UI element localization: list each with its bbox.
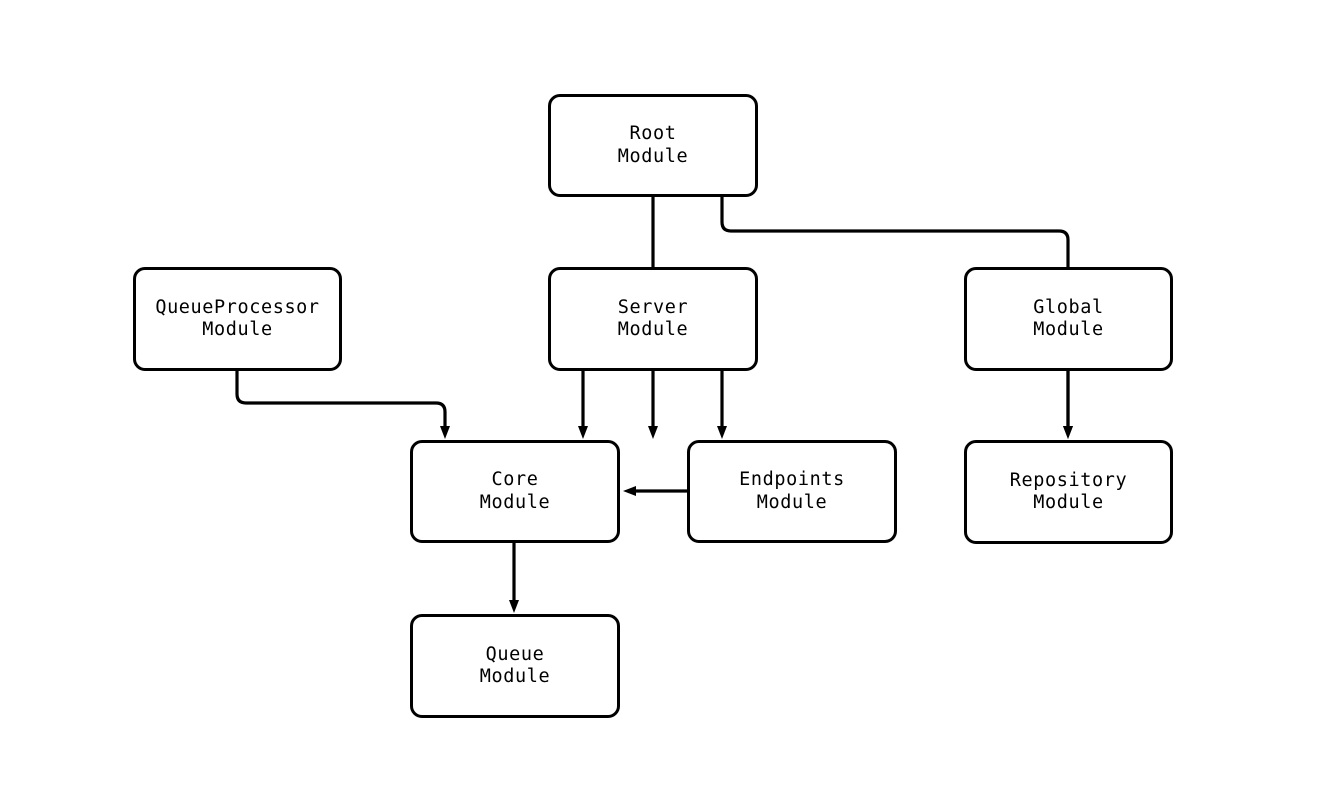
node-queue-module[interactable]: Queue Module [410,614,620,718]
edge-queueprocessor-to-core [235,371,450,439]
node-server-module-line2: Module [617,319,689,340]
node-root-module-line2: Module [617,145,689,167]
node-endpoints-module-line2: Module [756,491,828,513]
node-queue-module-line2: Module [479,666,551,687]
node-root-module[interactable]: Root Module [548,94,758,197]
node-global-module-line2: Module [1033,319,1104,340]
node-global-module-line1: Global [1033,296,1104,318]
node-endpoints-module[interactable]: Endpoints Module [687,440,897,543]
node-core-module[interactable]: Core Module [410,440,620,543]
node-endpoints-module-line1: Endpoints [739,469,845,490]
node-core-module-line1: Core [491,469,539,490]
node-queue-module-line1: Queue [485,643,545,665]
node-core-module-line2: Module [479,491,551,513]
edge-root-to-global [720,197,1073,439]
node-repository-module-line1: Repository [1009,469,1128,491]
node-repository-module[interactable]: Repository Module [964,440,1173,544]
node-root-module-line1: Root [629,123,677,144]
node-global-module[interactable]: Global Module [964,267,1173,371]
node-queueprocessor-module[interactable]: QueueProcessor Module [133,267,342,371]
node-queueprocessor-module-line2: Module [202,319,273,340]
node-server-module-line1: Server [617,296,689,318]
node-repository-module-line2: Module [1033,492,1104,513]
node-queueprocessor-module-line1: QueueProcessor [155,296,320,318]
node-server-module[interactable]: Server Module [548,267,758,371]
